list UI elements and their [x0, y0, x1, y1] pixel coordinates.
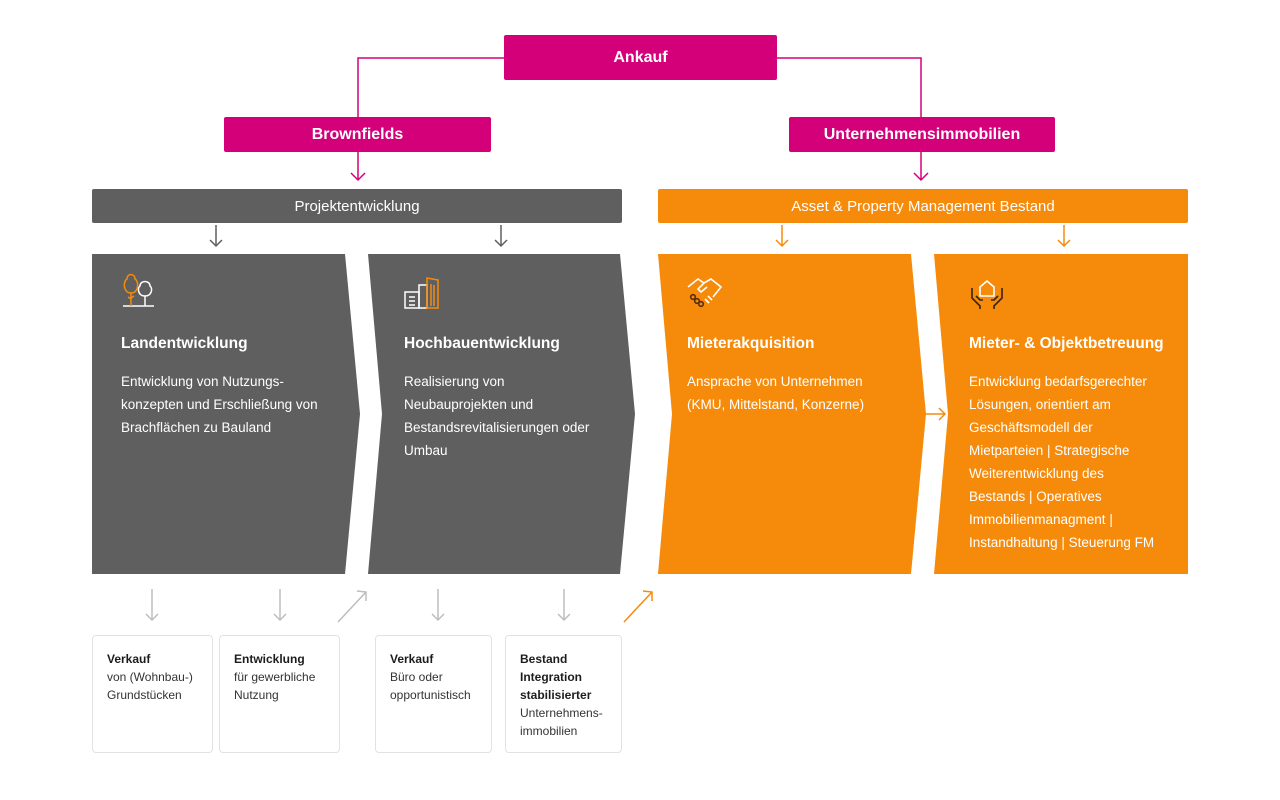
outcome-verkauf-buero: Verkauf Büro oder opportunistisch: [375, 635, 492, 753]
asset-property-label: Asset & Property Management Bestand: [791, 197, 1055, 215]
outcome-line: von (Wohnbau-): [107, 670, 193, 684]
handshake-icon: [687, 278, 723, 308]
landscape-trees-icon: [123, 273, 154, 307]
outcome-title: Entwicklung: [234, 652, 305, 666]
outcome-title: Verkauf: [107, 652, 151, 666]
card-hochbau-shape: [368, 254, 635, 574]
outcome-title: Bestand: [520, 652, 568, 666]
outcome-title: Verkauf: [390, 652, 434, 666]
outcome-verkauf-grundstuecke: Verkauf von (Wohnbau-) Grundstücken: [92, 635, 213, 753]
desc-line: Ansprache von Unternehmen: [687, 374, 863, 389]
card-description: Ansprache von Unternehmen (KMU, Mittelst…: [687, 370, 907, 416]
asset-property-bar: Asset & Property Management Bestand: [658, 189, 1188, 223]
outcome-line: für gewerbliche: [234, 670, 316, 684]
ankauf-label: Ankauf: [613, 48, 668, 66]
unternehmensimmobilien-label: Unternehmensimmobilien: [823, 125, 1021, 143]
grey-down-arrows: [209, 225, 508, 248]
outcome-line: Unternehmens-: [520, 706, 603, 720]
outcome-line: Büro oder: [390, 670, 443, 684]
desc-line: Weiterentwicklung des: [969, 466, 1104, 481]
ankauf-connector: [350, 57, 929, 182]
desc-line: Instandhaltung | Steuerung FM: [969, 535, 1155, 550]
card-landentwicklung-shape: [92, 254, 360, 574]
card-title: Mieterakquisition: [687, 335, 815, 352]
desc-line: Entwicklung bedarfsgerechter: [969, 374, 1147, 389]
light-arrows: [145, 589, 571, 623]
hands-house-icon: [971, 279, 1003, 309]
outcome-line: Nutzung: [234, 688, 279, 702]
desc-line: konzepten und Erschließung von: [121, 397, 318, 412]
outcome-bestand-integration: Bestand Integration stabilisierter Unter…: [505, 635, 622, 753]
desc-line: Bestandsrevitalisierungen oder: [404, 420, 590, 435]
outcome-line: stabilisierter: [520, 688, 592, 702]
projektentwicklung-bar: Projektentwicklung: [92, 189, 622, 223]
card-mieterakquisition-shape: [658, 254, 926, 574]
desc-line: Neubauprojekten und: [404, 397, 534, 412]
card-hochbauentwicklung: Hochbauentwicklung Realisierung von Neub…: [404, 335, 619, 462]
unternehmensimmobilien-node: Unternehmensimmobilien: [789, 117, 1055, 152]
desc-line: Geschäftsmodell der: [969, 420, 1093, 435]
desc-line: Immobilienmanagment |: [969, 512, 1113, 527]
desc-line: Brachflächen zu Bauland: [121, 420, 272, 435]
brownfields-label: Brownfields: [311, 125, 404, 143]
desc-line: Umbau: [404, 443, 448, 458]
orange-down-arrows: [623, 225, 1071, 623]
outcome-entwicklung-gewerblich: Entwicklung für gewerbliche Nutzung: [219, 635, 340, 753]
outcome-line: Grundstücken: [107, 688, 182, 702]
card-description: Entwicklung bedarfsgerechter Lösungen, o…: [969, 370, 1184, 554]
card-mieterakquisition: Mieterakquisition Ansprache von Unterneh…: [687, 335, 907, 416]
card-mieterbetreuung-shape: [934, 254, 1188, 574]
projektentwicklung-label: Projektentwicklung: [294, 197, 420, 215]
outcome-line: immobilien: [520, 724, 578, 738]
card-mieter-objektbetreuung: Mieter- & Objektbetreuung Entwicklung be…: [969, 335, 1184, 554]
desc-line: Entwicklung von Nutzungs-: [121, 374, 284, 389]
desc-line: (KMU, Mittelstand, Konzerne): [687, 397, 865, 412]
brownfields-node: Brownfields: [224, 117, 491, 152]
ankauf-node: Ankauf: [504, 35, 777, 80]
buildings-icon: [404, 277, 439, 309]
card-title: Landentwicklung: [121, 335, 248, 352]
outcome-line: opportunistisch: [390, 688, 471, 702]
card-title: Mieter- & Objektbetreuung: [969, 335, 1164, 352]
card-title: Hochbauentwicklung: [404, 335, 560, 352]
desc-line: Bestands | Operatives: [969, 489, 1102, 504]
outcome-line: Integration: [520, 670, 582, 684]
desc-line: Realisierung von: [404, 374, 505, 389]
desc-line: Lösungen, orientiert am: [969, 397, 1111, 412]
card-landentwicklung: Landentwicklung Entwicklung von Nutzungs…: [121, 335, 346, 439]
card-description: Entwicklung von Nutzungs- konzepten und …: [121, 370, 346, 439]
card-description: Realisierung von Neubauprojekten und Bes…: [404, 370, 619, 462]
desc-line: Mietparteien | Strategische: [969, 443, 1130, 458]
